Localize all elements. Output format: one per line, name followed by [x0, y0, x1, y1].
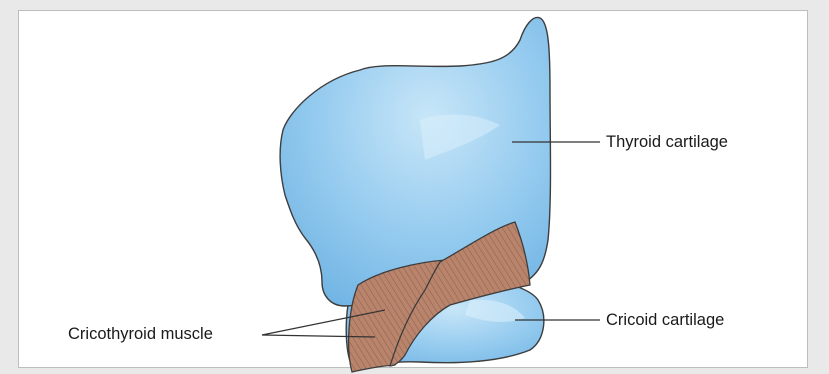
cricothyroid-muscle-label: Cricothyroid muscle — [68, 325, 213, 344]
cricoid-cartilage-label: Cricoid cartilage — [606, 311, 724, 330]
thyroid-cartilage-label: Thyroid cartilage — [606, 133, 728, 152]
